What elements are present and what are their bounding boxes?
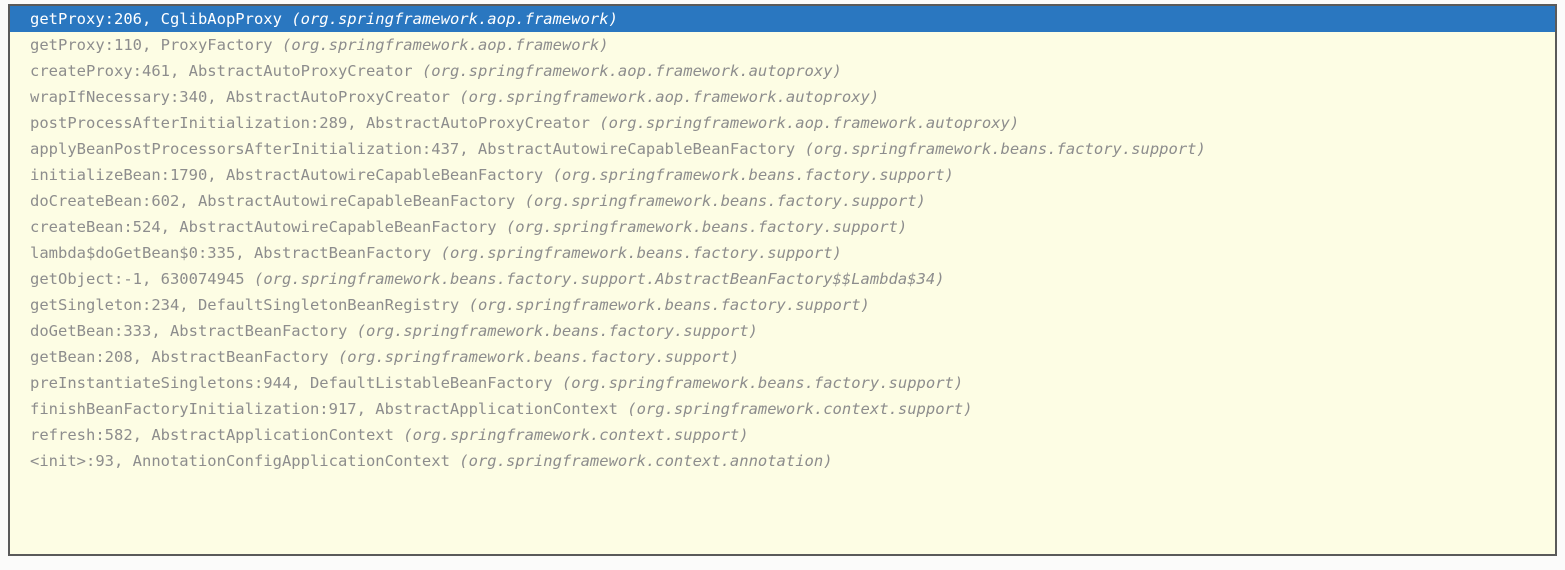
stack-frame-row[interactable]: applyBeanPostProcessorsAfterInitializati… xyxy=(10,136,1555,162)
frame-package: (org.springframework.beans.factory.suppo… xyxy=(524,192,926,210)
frame-package: (org.springframework.beans.factory.suppo… xyxy=(561,374,964,392)
frame-package: (org.springframework.beans.factory.suppo… xyxy=(505,218,908,236)
frame-package: (org.springframework.context.support) xyxy=(627,400,973,418)
frame-location: getBean:208, AbstractBeanFactory xyxy=(30,348,329,366)
stack-frame-row[interactable]: lambda$doGetBean$0:335, AbstractBeanFact… xyxy=(10,240,1555,266)
stack-frame-row[interactable]: getProxy:206, CglibAopProxy (org.springf… xyxy=(10,6,1555,32)
frame-location: <init>:93, AnnotationConfigApplicationCo… xyxy=(30,452,450,470)
stack-frame-row[interactable]: getObject:-1, 630074945 (org.springframe… xyxy=(10,266,1555,292)
stack-frame-list[interactable]: getProxy:206, CglibAopProxy (org.springf… xyxy=(10,6,1555,474)
stack-frame-row[interactable]: getSingleton:234, DefaultSingletonBeanRe… xyxy=(10,292,1555,318)
frame-package: (org.springframework.aop.framework.autop… xyxy=(459,88,880,106)
stack-frame-row[interactable]: <init>:93, AnnotationConfigApplicationCo… xyxy=(10,448,1555,474)
frame-location: refresh:582, AbstractApplicationContext xyxy=(30,426,394,444)
frame-location: createBean:524, AbstractAutowireCapableB… xyxy=(30,218,497,236)
frame-package: (org.springframework.beans.factory.suppo… xyxy=(804,140,1206,158)
frame-location: initializeBean:1790, AbstractAutowireCap… xyxy=(30,166,544,184)
frame-location: postProcessAfterInitialization:289, Abst… xyxy=(30,114,590,132)
frame-location: lambda$doGetBean$0:335, AbstractBeanFact… xyxy=(30,244,432,262)
frame-package: (org.springframework.beans.factory.suppo… xyxy=(337,348,740,366)
frame-location: doGetBean:333, AbstractBeanFactory xyxy=(30,322,348,340)
stack-frame-row[interactable]: doCreateBean:602, AbstractAutowireCapabl… xyxy=(10,188,1555,214)
frame-location: preInstantiateSingletons:944, DefaultLis… xyxy=(30,374,553,392)
frame-package: (org.springframework.beans.factory.suppo… xyxy=(552,166,954,184)
frame-location: applyBeanPostProcessorsAfterInitializati… xyxy=(30,140,796,158)
frame-package: (org.springframework.beans.factory.suppo… xyxy=(468,296,870,314)
stack-frame-row[interactable]: createProxy:461, AbstractAutoProxyCreato… xyxy=(10,58,1555,84)
frame-package: (org.springframework.aop.framework) xyxy=(281,36,609,54)
frame-package: (org.springframework.aop.framework.autop… xyxy=(599,114,1020,132)
stack-frames-panel[interactable]: getProxy:206, CglibAopProxy (org.springf… xyxy=(8,4,1557,556)
frame-package: (org.springframework.beans.factory.suppo… xyxy=(253,270,945,288)
stack-frame-row[interactable]: doGetBean:333, AbstractBeanFactory (org.… xyxy=(10,318,1555,344)
frame-location: getProxy:110, ProxyFactory xyxy=(30,36,273,54)
frame-package: (org.springframework.context.support) xyxy=(403,426,749,444)
stack-frame-row[interactable]: wrapIfNecessary:340, AbstractAutoProxyCr… xyxy=(10,84,1555,110)
stack-frame-row[interactable]: createBean:524, AbstractAutowireCapableB… xyxy=(10,214,1555,240)
frame-package: (org.springframework.beans.factory.suppo… xyxy=(356,322,758,340)
stack-frame-row[interactable]: refresh:582, AbstractApplicationContext … xyxy=(10,422,1555,448)
frame-location: getObject:-1, 630074945 xyxy=(30,270,245,288)
stack-frame-row[interactable]: preInstantiateSingletons:944, DefaultLis… xyxy=(10,370,1555,396)
frame-location: finishBeanFactoryInitialization:917, Abs… xyxy=(30,400,618,418)
frame-package: (org.springframework.aop.framework.autop… xyxy=(421,62,842,80)
stack-frame-row[interactable]: getBean:208, AbstractBeanFactory (org.sp… xyxy=(10,344,1555,370)
stack-frame-row[interactable]: postProcessAfterInitialization:289, Abst… xyxy=(10,110,1555,136)
frame-package: (org.springframework.context.annotation) xyxy=(459,452,833,470)
frame-package: (org.springframework.beans.factory.suppo… xyxy=(440,244,842,262)
frame-location: getSingleton:234, DefaultSingletonBeanRe… xyxy=(30,296,460,314)
stack-frame-row[interactable]: initializeBean:1790, AbstractAutowireCap… xyxy=(10,162,1555,188)
stack-frame-row[interactable]: finishBeanFactoryInitialization:917, Abs… xyxy=(10,396,1555,422)
frame-location: createProxy:461, AbstractAutoProxyCreato… xyxy=(30,62,413,80)
frame-location: getProxy:206, CglibAopProxy xyxy=(30,10,282,28)
frame-location: doCreateBean:602, AbstractAutowireCapabl… xyxy=(30,192,516,210)
frame-package: (org.springframework.aop.framework) xyxy=(291,10,618,28)
stack-frame-row[interactable]: getProxy:110, ProxyFactory (org.springfr… xyxy=(10,32,1555,58)
frame-location: wrapIfNecessary:340, AbstractAutoProxyCr… xyxy=(30,88,450,106)
